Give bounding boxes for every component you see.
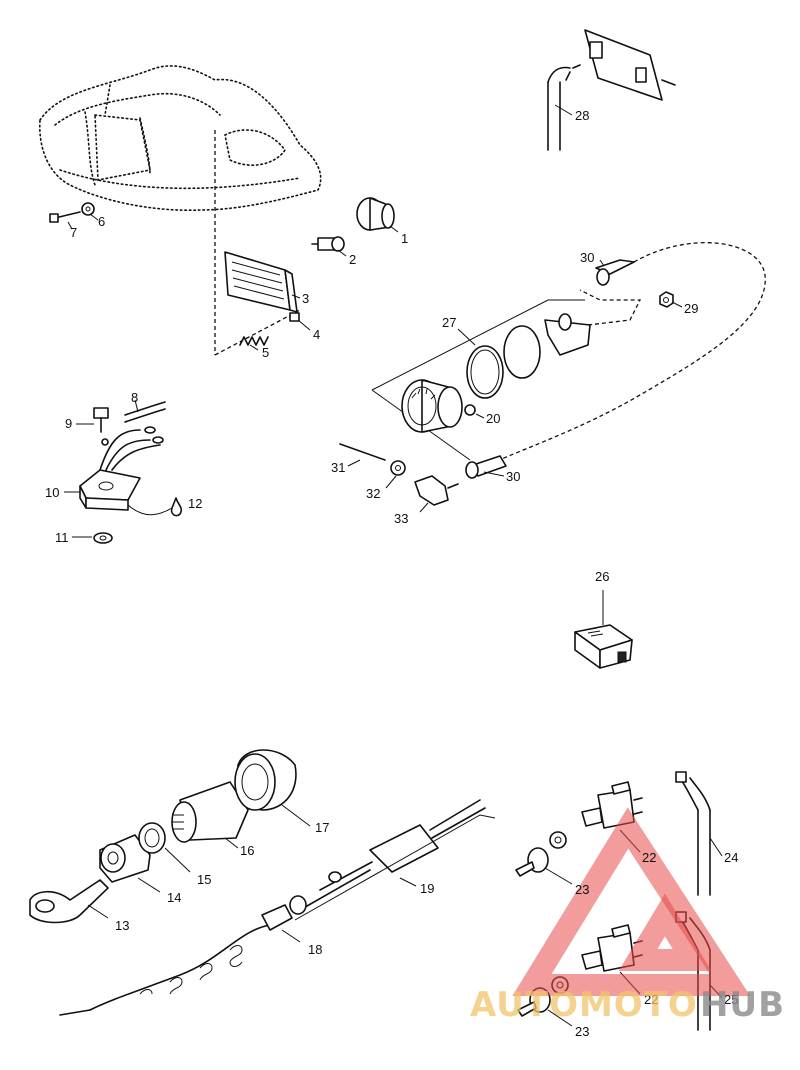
leader-dashed-lamp <box>214 309 301 356</box>
bolt-part-9 <box>93 407 109 433</box>
callout-1: 1 <box>401 231 408 246</box>
ignition-switch-part-16 <box>171 781 249 843</box>
seal-ring <box>466 345 504 399</box>
callout-33: 33 <box>394 511 408 526</box>
spring-part-5 <box>239 336 269 346</box>
bulb-part-2 <box>311 236 345 252</box>
screw-part-7 <box>49 211 81 223</box>
rocker-switch-part-26 <box>574 624 633 669</box>
callout-29: 29 <box>684 301 698 316</box>
callout-16: 16 <box>240 843 254 858</box>
callout-20: 20 <box>486 411 500 426</box>
callout-24: 24 <box>724 850 738 865</box>
regulator-part-10 <box>79 469 141 511</box>
callout-17: 17 <box>315 820 329 835</box>
callout-26: 26 <box>595 569 609 584</box>
key-part-13 <box>29 879 109 924</box>
callout-32: 32 <box>366 486 380 501</box>
clip-part-4 <box>289 312 300 322</box>
callout-12: 12 <box>188 496 202 511</box>
callout-7: 7 <box>70 225 77 240</box>
callout-10: 10 <box>45 485 59 500</box>
callout-18: 18 <box>308 942 322 957</box>
callout-25: 25 <box>724 992 738 1007</box>
watermark-inner-triangle-icon <box>618 893 712 971</box>
callout-labels: 1 2 3 4 5 6 7 8 9 10 11 12 13 14 15 16 1… <box>45 108 738 1039</box>
leader-19 <box>294 814 496 921</box>
callout-5: 5 <box>262 345 269 360</box>
callout-2: 2 <box>349 252 356 267</box>
washer-part-32 <box>390 460 406 476</box>
lamp-housing-part-3 <box>224 251 298 313</box>
bezel-ring-part-1 <box>356 197 395 231</box>
tachometer-gauge-part-27 <box>401 379 463 433</box>
watermark-text-hub: HUB <box>700 985 785 1025</box>
callout-9: 9 <box>65 416 72 431</box>
callout-30-bottom: 30 <box>506 469 520 484</box>
cap-part-17 <box>234 749 297 811</box>
grease-drop-part-12 <box>170 497 183 517</box>
pin-part-31 <box>339 443 386 461</box>
callout-23-bottom: 23 <box>575 1024 589 1039</box>
bracket-part-27 <box>544 313 591 356</box>
elbow-fitting-part-33 <box>414 475 459 506</box>
cable-part-8 <box>124 401 166 423</box>
bracket-outline-27 <box>371 299 585 391</box>
nut-part-11 <box>93 532 113 544</box>
callout-13: 13 <box>115 918 129 933</box>
nut-part-14 <box>99 834 151 883</box>
callout-22-bottom: 22 <box>644 992 658 1007</box>
watermark-text-automoto: AUTOMOTO <box>470 985 698 1025</box>
wires-part-10 <box>99 426 164 471</box>
callout-6: 6 <box>98 214 105 229</box>
callout-8: 8 <box>131 390 138 405</box>
console-outline <box>39 65 322 212</box>
callout-14: 14 <box>167 890 181 905</box>
watermark-logo <box>512 807 751 996</box>
callout-28: 28 <box>575 108 589 123</box>
nut-part-29 <box>659 291 674 308</box>
stop-switch-part-19 <box>289 799 486 915</box>
callout-27: 27 <box>442 315 456 330</box>
watermark-triangle-icon <box>512 807 751 996</box>
gauge-housing-part-28 <box>565 29 676 101</box>
callout-11: 11 <box>55 530 69 545</box>
wire-part-24 <box>675 771 711 896</box>
connector-part-30-bottom <box>465 455 507 479</box>
callout-22-top: 22 <box>642 850 656 865</box>
nut-part-20 <box>464 404 476 416</box>
callout-31: 31 <box>331 460 345 475</box>
callout-19: 19 <box>420 881 434 896</box>
callout-23-top: 23 <box>575 882 589 897</box>
bezel-part-15 <box>138 822 166 854</box>
callout-4: 4 <box>313 327 320 342</box>
cable-part-28 <box>547 66 571 151</box>
tach-cable-dashed <box>487 242 766 466</box>
callout-3: 3 <box>302 291 309 306</box>
boot-part-23-top <box>515 847 549 877</box>
washer-part-6 <box>81 202 95 216</box>
leader-dashed-27 <box>579 289 642 326</box>
callout-30-top: 30 <box>580 250 594 265</box>
nut-part-23-top <box>549 831 567 849</box>
o-ring <box>503 325 541 379</box>
callout-15: 15 <box>197 872 211 887</box>
connector-part-30-top <box>595 259 635 286</box>
lanyard-part-18 <box>59 904 293 1016</box>
